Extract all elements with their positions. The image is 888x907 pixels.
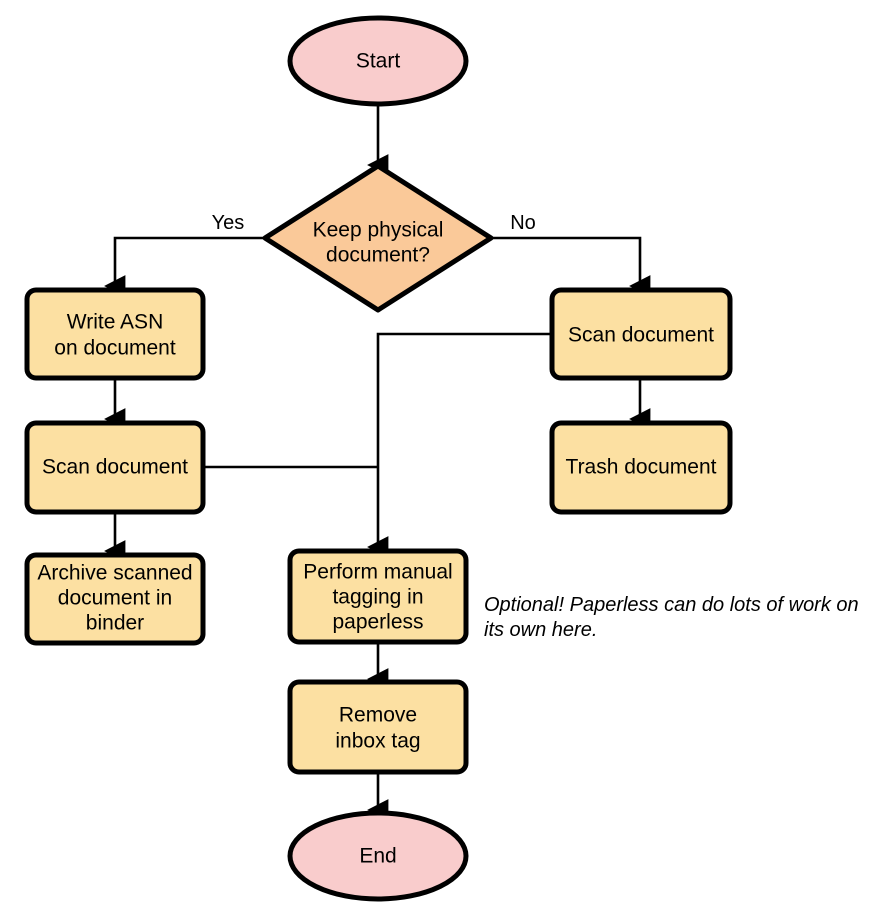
annotation-optional-paperless: Optional! Paperless can do lots of work … [484, 594, 859, 641]
decision-label-line1: Keep physical [313, 219, 444, 242]
write-asn-label-line2: on document [54, 337, 176, 360]
node-write-asn-on-document[interactable]: Write ASN on document [24, 287, 206, 381]
node-perform-manual-tagging[interactable]: Perform manual tagging in paperless [287, 548, 469, 645]
edge-label-yes: Yes [212, 212, 245, 234]
edge-scan-right-to-tagging [367, 332, 552, 558]
node-start[interactable]: Start [287, 15, 469, 107]
edge-yes-to-write-asn [104, 236, 265, 297]
scan-document-right-label: Scan document [568, 324, 714, 347]
annotation-line1: Optional! Paperless can do lots of work … [484, 594, 859, 616]
tagging-label-line3: paperless [332, 611, 423, 634]
node-trash-document[interactable]: Trash document [549, 420, 733, 515]
start-label: Start [356, 50, 401, 73]
decision-diamond-shape [262, 163, 494, 313]
decision-label-line2: document? [326, 244, 430, 267]
archive-label-line3: binder [86, 612, 144, 635]
node-end[interactable]: End [287, 810, 469, 902]
trash-document-box-shape [549, 420, 733, 515]
node-remove-inbox-tag[interactable]: Remove inbox tag [287, 679, 469, 775]
node-archive-scanned-document[interactable]: Archive scanned document in binder [24, 552, 206, 646]
end-ellipse-shape [287, 810, 469, 902]
node-decision-keep-physical-document[interactable]: Keep physical document? [262, 163, 494, 313]
tagging-label-line1: Perform manual [303, 561, 452, 584]
edge-no-to-scan-right [491, 236, 651, 297]
write-asn-box-shape [24, 287, 206, 381]
scan-document-left-box-shape [24, 420, 206, 515]
end-label: End [359, 845, 396, 868]
tagging-label-line2: tagging in [332, 586, 423, 609]
start-ellipse-shape [287, 15, 469, 107]
trash-document-label: Trash document [566, 456, 717, 479]
tagging-box-shape [287, 548, 469, 645]
node-scan-document-right[interactable]: Scan document [549, 287, 733, 381]
write-asn-label-line1: Write ASN [67, 311, 163, 334]
remove-inbox-label-line1: Remove [339, 704, 417, 727]
archive-label-line1: Archive scanned [37, 562, 192, 585]
remove-inbox-box-shape [287, 679, 469, 775]
scan-document-right-box-shape [549, 287, 733, 381]
remove-inbox-label-line2: inbox tag [335, 730, 420, 753]
annotation-line2: its own here. [484, 619, 597, 641]
archive-label-line2: document in [58, 587, 172, 610]
scan-document-left-label: Scan document [42, 456, 188, 479]
edge-label-no: No [510, 212, 536, 234]
node-scan-document-left[interactable]: Scan document [24, 420, 206, 515]
archive-box-shape [24, 552, 206, 646]
